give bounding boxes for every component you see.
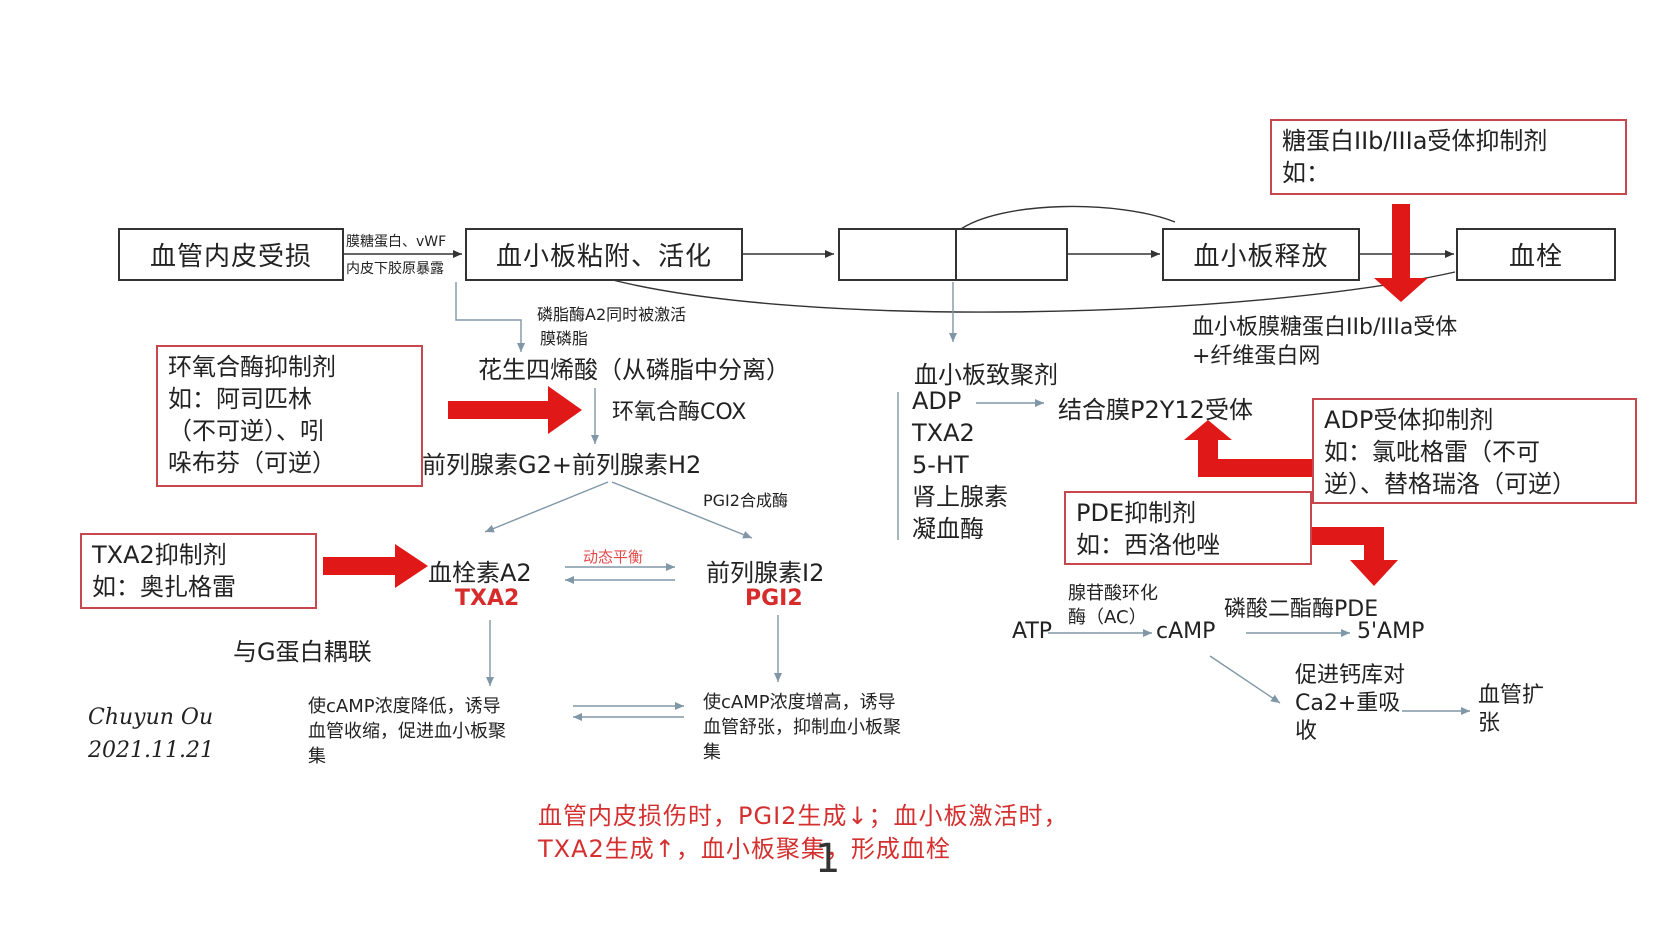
pgi2-synthase-label: PGI2合成酶	[703, 491, 788, 510]
glycoprotein-vwf-label: 膜糖蛋白、vWF	[346, 234, 447, 250]
agonist-list: ADP TXA2 5-HT 肾上腺素 凝血酶	[912, 385, 1008, 545]
arrow-to-pgi2	[611, 481, 753, 539]
cox-label: 环氧合酶COX	[612, 400, 747, 425]
g-protein-label: 与G蛋白耦联	[233, 638, 372, 666]
vasodilation-label: 血管扩 张	[1478, 683, 1545, 736]
collagen-exposure-label: 内皮下胶原暴露	[346, 261, 444, 277]
pgi2-effect-text: 使cAMP浓度增高，诱导 血管舒张，抑制血小板聚 集	[703, 692, 901, 763]
adp-inhibitor-box: ADP受体抑制剂 如：氯吡格雷（不可 逆）、替格瑞洛（可逆）	[1312, 398, 1637, 504]
camp-label: cAMP	[1156, 619, 1216, 644]
dynamic-balance-label: 动态平衡	[583, 548, 644, 566]
p2y12-label: 结合膜P2Y12受体	[1058, 396, 1253, 424]
author-date: 2021.11.21	[88, 738, 214, 763]
calcium-label: 促进钙库对 Ca2+重吸 收	[1295, 663, 1406, 744]
atp-label: ATP	[1012, 619, 1053, 644]
agonist-item: ADP	[912, 387, 962, 415]
agonist-item: 肾上腺素	[912, 483, 1008, 511]
agonist-item: 5-HT	[912, 451, 969, 479]
agonists-title: 血小板致聚剂	[914, 361, 1058, 389]
membrane-phospholipid-label: 膜磷脂	[540, 329, 589, 348]
adp-inhibitor-arrow	[1184, 420, 1312, 477]
curve-top-feedback	[957, 205, 1176, 232]
gp-receptor-label: 血小板膜糖蛋白IIb/IIIa受体 +纤维蛋白网	[1192, 315, 1458, 369]
txa2-inhibitor-box: TXA2抑制剂 如：奥扎格雷	[80, 533, 317, 609]
cox-inhibitor-arrow	[448, 386, 582, 434]
footer-note: 血管内皮损伤时，PGI2生成↓；血小板激活时， TXA2生成↑，血小板聚集，形成…	[538, 802, 1069, 863]
arachidonic-acid-label: 花生四烯酸（从磷脂中分离）	[478, 356, 790, 384]
agonist-item: TXA2	[912, 419, 975, 447]
pgi2-label: PGI2	[745, 586, 803, 611]
blank-box	[838, 228, 1068, 281]
txa2-label: TXA2	[455, 586, 520, 611]
adhesion-activation-box: 血小板粘附、活化	[465, 228, 743, 281]
arrow-to-arachidonic	[455, 282, 525, 352]
pde-inhibitor-box: PDE抑制剂 如：西洛他唑	[1064, 491, 1312, 565]
curve-bottom-loop	[604, 271, 1456, 313]
endothelial-damage-box: 血管内皮受损	[118, 228, 344, 281]
txa2-effect-text: 使cAMP浓度降低，诱导 血管收缩，促进血小板聚 集	[308, 696, 506, 767]
arrow-to-txa2	[484, 481, 609, 533]
pgg2-pgh2-label: 前列腺素G2+前列腺素H2	[422, 451, 702, 479]
gp-inhibitor-arrow	[1374, 204, 1428, 302]
pgi2-cn-label: 前列腺素I2	[706, 559, 825, 587]
gp-inhibitor-box: 糖蛋白IIb/IIIa受体抑制剂 如：	[1270, 119, 1627, 195]
amp5-label: 5'AMP	[1357, 619, 1425, 644]
pla2-activated-label: 磷脂酶A2同时被激活	[537, 305, 687, 324]
pde-inhibitor-arrow	[1312, 527, 1398, 586]
cox-inhibitor-box: 环氧合酶抑制剂 如：阿司匹林 （不可逆）、吲 哚布芬（可逆）	[156, 345, 423, 487]
pde-label: 磷酸二酯酶PDE	[1224, 597, 1379, 622]
blank-box-divider	[955, 229, 957, 280]
ac-label: 腺苷酸环化 酶（AC）	[1068, 583, 1158, 628]
author-name: Chuyun Ou	[88, 705, 214, 730]
thrombus-box: 血栓	[1456, 228, 1616, 281]
page-number: 1	[815, 836, 841, 882]
txa2-cn-label: 血栓素A2	[428, 559, 532, 587]
agonist-item: 凝血酶	[912, 515, 984, 543]
platelet-release-box: 血小板释放	[1162, 228, 1360, 281]
arrow-camp-to-calcium	[1209, 655, 1281, 704]
txa2-inhibitor-arrow	[323, 544, 428, 588]
